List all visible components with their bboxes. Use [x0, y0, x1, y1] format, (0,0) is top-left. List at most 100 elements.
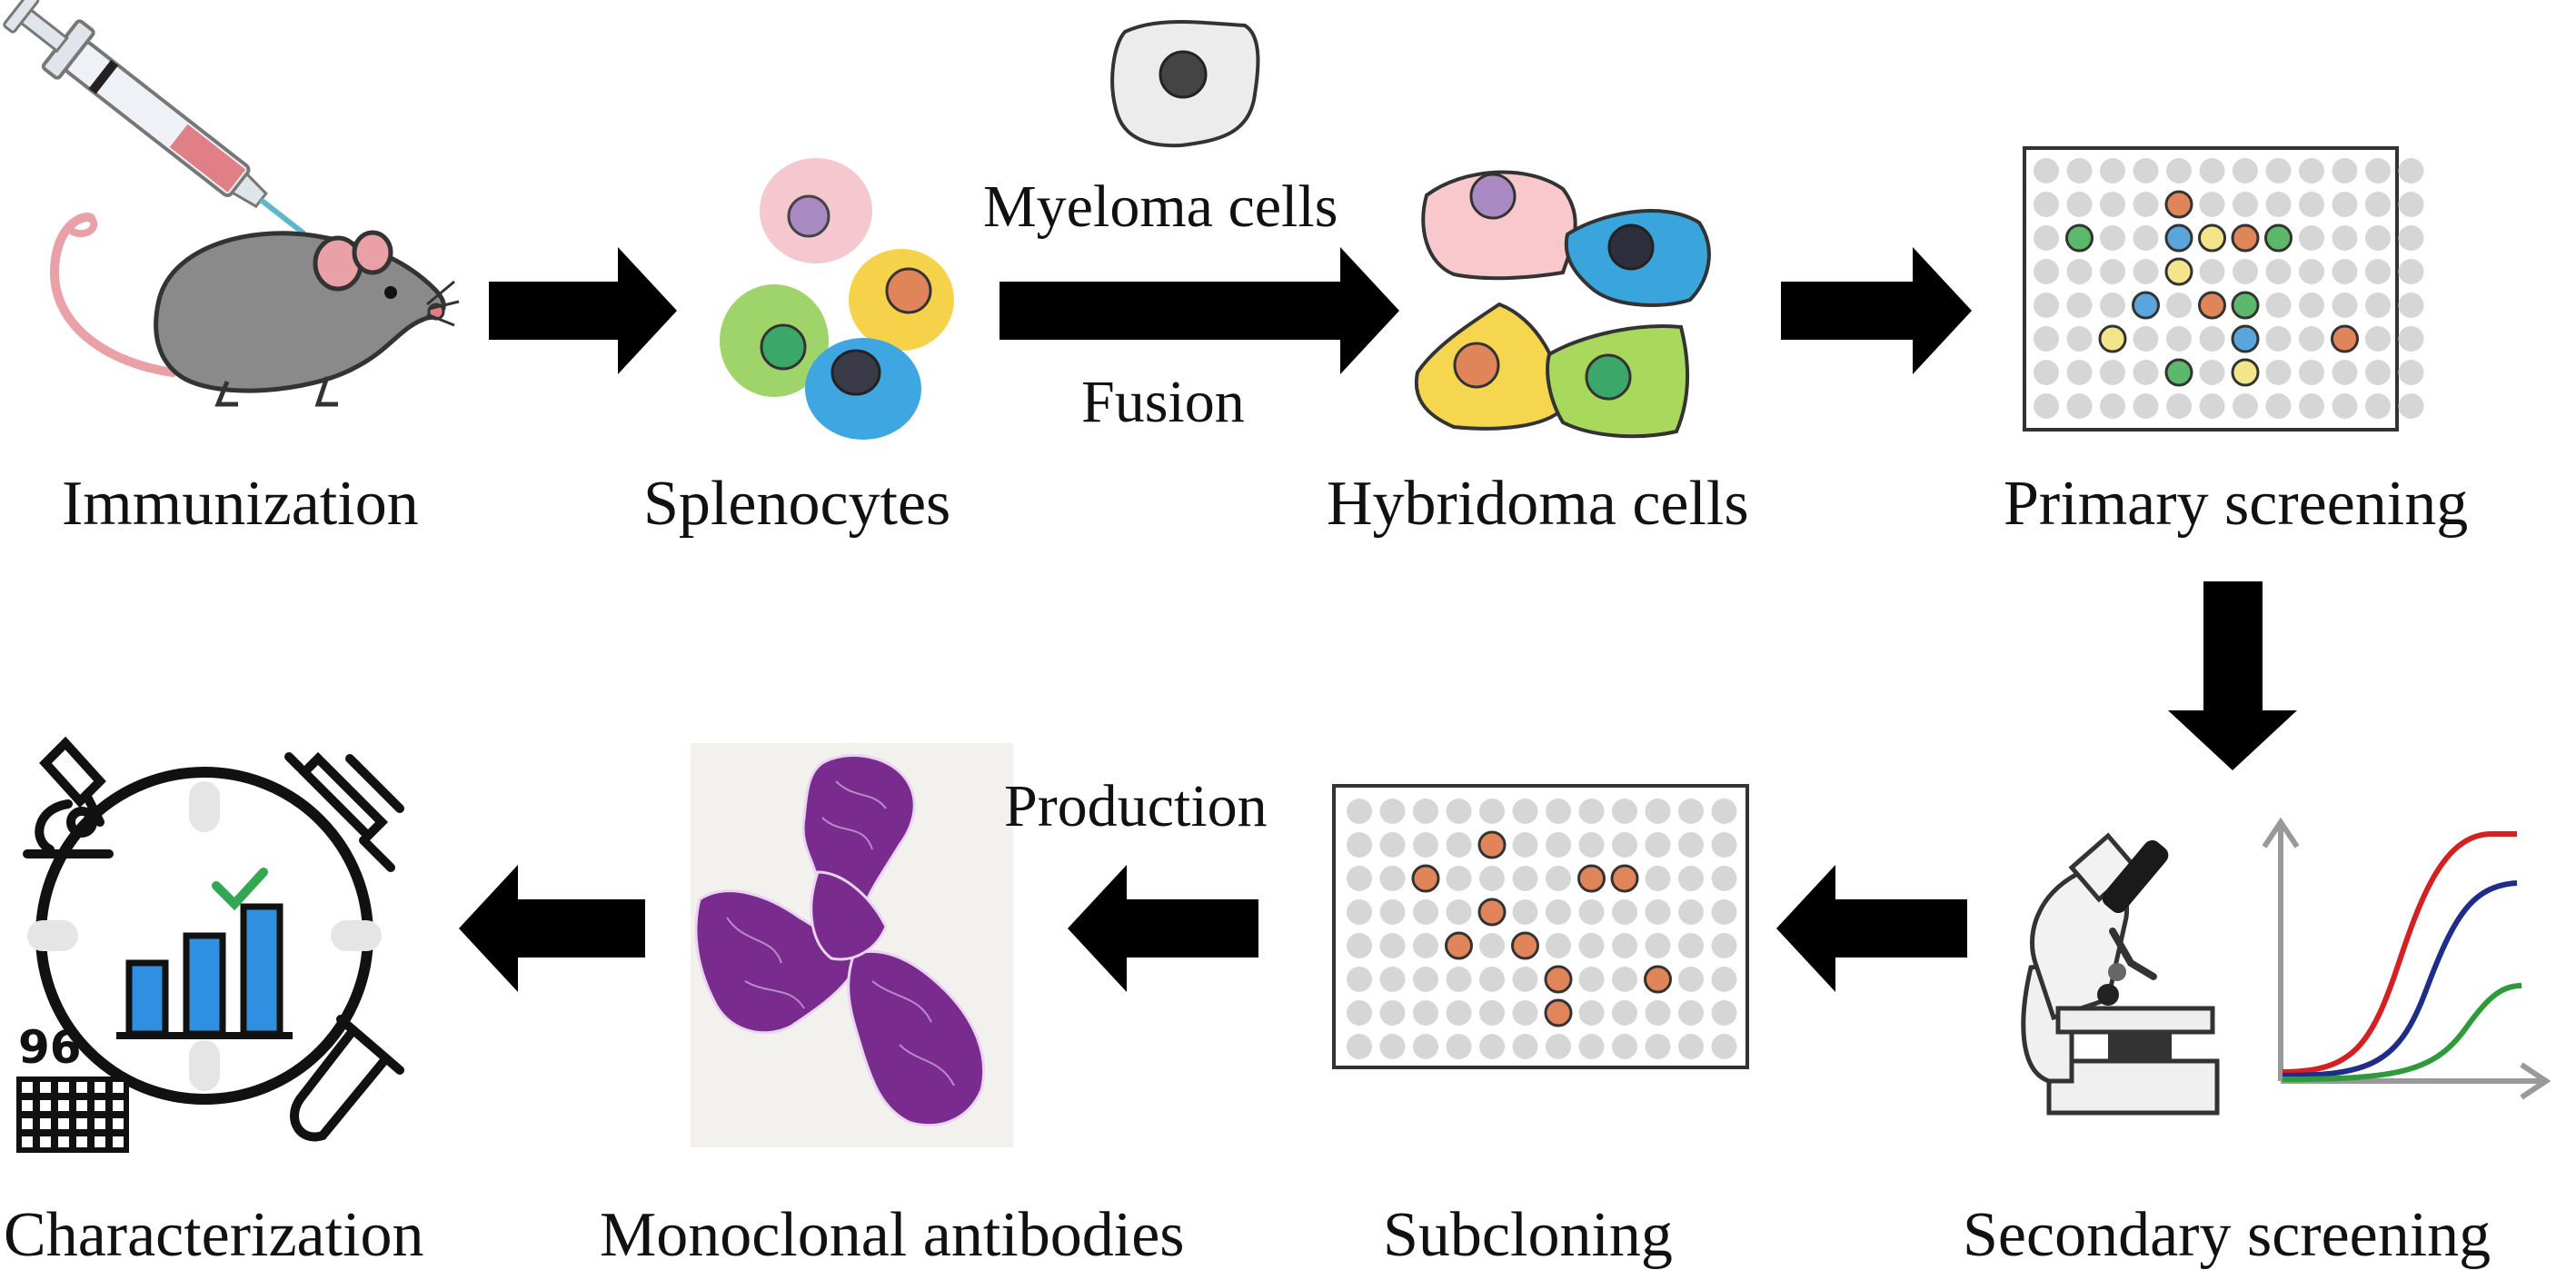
myeloma-cell-icon: [1110, 20, 1260, 148]
arrow-to-primary-screening: [1781, 247, 1972, 374]
well-empty: [2299, 192, 2324, 217]
well-empty: [1512, 1000, 1538, 1026]
well-empty: [2299, 393, 2324, 419]
mini-plate-icon: [16, 1077, 129, 1153]
primary-plate-wells: [2034, 158, 2424, 419]
well-filled: [1477, 898, 1507, 927]
well-empty: [2034, 158, 2059, 184]
plate-count-label: 96: [18, 1021, 82, 1074]
well-empty: [1347, 933, 1372, 958]
well-empty: [1379, 899, 1406, 925]
well-empty: [2066, 192, 2093, 217]
mini-plate-well: [58, 1082, 69, 1093]
well-empty: [1479, 866, 1505, 891]
mini-plate-well: [113, 1082, 124, 1093]
mini-plate-well: [40, 1082, 51, 1093]
mini-plate-well: [113, 1118, 124, 1129]
well-empty: [1578, 933, 1605, 958]
step-label-hybridoma: Hybridoma cells: [1327, 469, 1749, 539]
well-empty: [1446, 799, 1472, 824]
step-label-primary: Primary screening: [2004, 469, 2469, 539]
well-empty: [2166, 293, 2192, 318]
well-empty: [1645, 866, 1671, 891]
subcloning-plate-wells: [1347, 799, 1737, 1059]
well-empty: [2233, 259, 2258, 284]
well-empty: [1512, 799, 1538, 824]
mini-plate-well: [58, 1100, 69, 1111]
well-filled: [2231, 324, 2260, 353]
well-filled: [2065, 223, 2094, 253]
well-empty: [1379, 967, 1406, 992]
well-empty: [1347, 1034, 1372, 1059]
well-empty: [1711, 799, 1737, 824]
well-empty: [2365, 360, 2391, 385]
arrow-to-antibodies: [1068, 865, 1258, 992]
well-empty: [1612, 799, 1637, 824]
well-empty: [2199, 326, 2225, 352]
well-empty: [2066, 293, 2093, 318]
antibody-structure-image: [691, 743, 1013, 1147]
well-empty: [1379, 1034, 1406, 1059]
well-empty: [2365, 225, 2391, 251]
well-empty: [1512, 866, 1538, 891]
well-empty: [2100, 259, 2125, 284]
well-empty: [2233, 393, 2258, 419]
well-filled: [2164, 358, 2193, 387]
mini-plate-well: [40, 1136, 51, 1147]
well-empty: [2166, 158, 2192, 184]
well-empty: [1546, 832, 1571, 858]
well-empty: [1612, 933, 1637, 958]
well-filled: [2264, 223, 2293, 253]
well-empty: [2265, 360, 2292, 385]
well-filled: [1544, 998, 1573, 1027]
well-empty: [1413, 799, 1438, 824]
well-empty: [1479, 1000, 1505, 1026]
well-empty: [1645, 1000, 1671, 1026]
well-empty: [1347, 967, 1372, 992]
well-empty: [2233, 158, 2258, 184]
microscope-icon: [2021, 832, 2220, 1116]
well-empty: [1413, 933, 1438, 958]
well-empty: [1479, 933, 1505, 958]
well-empty: [2199, 393, 2225, 419]
step-label-antibodies: Monoclonal antibodies: [600, 1200, 1185, 1270]
well-empty: [2332, 293, 2358, 318]
characterization-icon: [16, 736, 404, 1153]
mouse-icon: [49, 213, 460, 407]
mini-plate-well: [113, 1100, 124, 1111]
well-empty: [1512, 899, 1538, 925]
arrow-to-characterization: [459, 865, 645, 992]
well-empty: [2034, 393, 2059, 419]
well-empty: [1379, 832, 1406, 858]
well-empty: [2199, 259, 2225, 284]
well-empty: [2265, 158, 2292, 184]
well-empty: [1645, 899, 1671, 925]
mini-plate-well: [22, 1100, 33, 1111]
well-empty: [1612, 1000, 1637, 1026]
well-empty: [2398, 259, 2424, 284]
step-label-splenocytes: Splenocytes: [643, 469, 951, 539]
well-empty: [1347, 899, 1372, 925]
well-empty: [2365, 326, 2391, 352]
subcloning-plate: [1332, 784, 1749, 1069]
well-empty: [2398, 360, 2424, 385]
well-empty: [1678, 832, 1704, 858]
well-empty: [1512, 832, 1538, 858]
mini-plate-well: [22, 1082, 33, 1093]
well-empty: [2365, 158, 2391, 184]
well-empty: [2133, 158, 2159, 184]
well-empty: [1578, 967, 1605, 992]
well-empty: [2100, 360, 2125, 385]
mini-plate-well: [113, 1136, 124, 1147]
mini-plate-well: [94, 1118, 105, 1129]
step-label-secondary: Secondary screening: [1963, 1200, 2491, 1270]
well-empty: [2199, 192, 2225, 217]
well-empty: [2299, 158, 2324, 184]
well-empty: [1446, 866, 1472, 891]
well-empty: [2133, 326, 2159, 352]
well-empty: [2265, 293, 2292, 318]
well-empty: [1446, 1000, 1472, 1026]
well-empty: [2034, 293, 2059, 318]
well-empty: [2100, 393, 2125, 419]
well-empty: [1711, 933, 1737, 958]
